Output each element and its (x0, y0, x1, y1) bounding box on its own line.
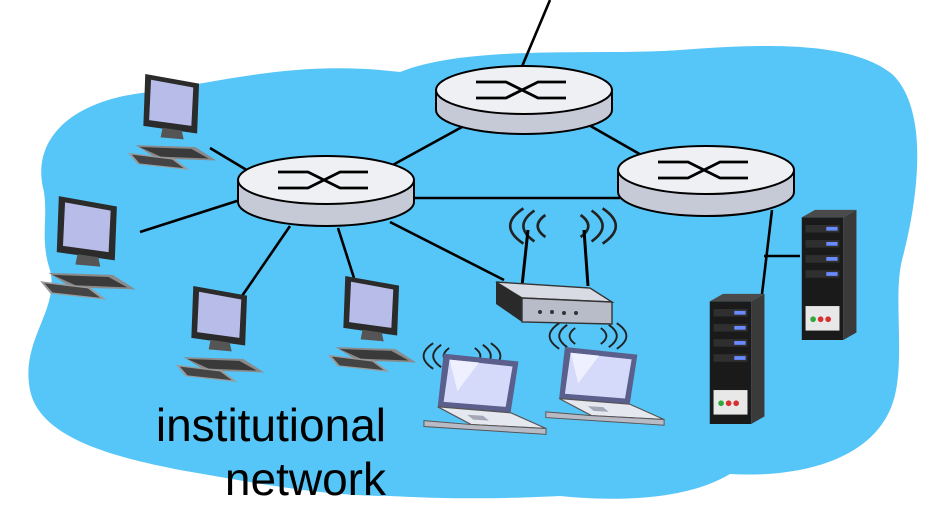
router-top (435, 65, 613, 135)
router-right-icon (658, 160, 748, 180)
link-uplink (516, 0, 552, 77)
network-caption: institutional network (0, 398, 386, 506)
router-left-icon (278, 170, 368, 190)
link-router-desktop-1 (209, 146, 251, 174)
server-2 (801, 209, 857, 340)
link-router-servers (760, 209, 774, 295)
links (139, 0, 800, 297)
caption-line-1: institutional (155, 399, 386, 451)
router-left (237, 155, 415, 227)
link-router-top-right (579, 118, 651, 162)
link-router-desktop-2 (139, 198, 241, 234)
link-router-access-point (389, 220, 505, 282)
link-router-desktop-3 (240, 225, 292, 297)
router-right (617, 145, 795, 217)
caption-line-2: network (224, 453, 386, 505)
router-top-icon (476, 80, 566, 100)
wireless-access-point (495, 206, 618, 325)
link-router-desktop-4 (336, 227, 356, 279)
server-1 (709, 293, 765, 424)
